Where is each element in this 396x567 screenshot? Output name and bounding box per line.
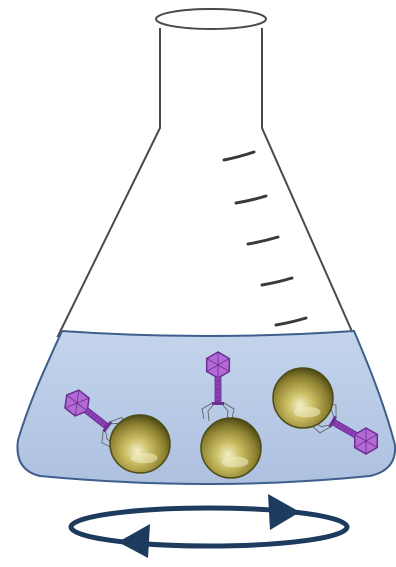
arrow-head-right: [268, 494, 300, 530]
graduation-marks: [224, 152, 306, 325]
rotation-arrow-icon: [71, 494, 347, 558]
flask-rim: [156, 9, 266, 29]
bead-icon: [273, 368, 333, 428]
arrow-head-left: [118, 524, 150, 558]
graduation-mark: [224, 152, 254, 160]
bead-icon: [110, 415, 170, 473]
erlenmeyer-flask-icon: [58, 9, 354, 336]
bead-icon: [201, 418, 261, 478]
graduation-mark: [248, 237, 278, 244]
graduation-mark: [236, 196, 266, 203]
graduation-mark: [262, 278, 292, 285]
flask-body: [58, 28, 354, 336]
graduation-mark: [276, 318, 306, 325]
